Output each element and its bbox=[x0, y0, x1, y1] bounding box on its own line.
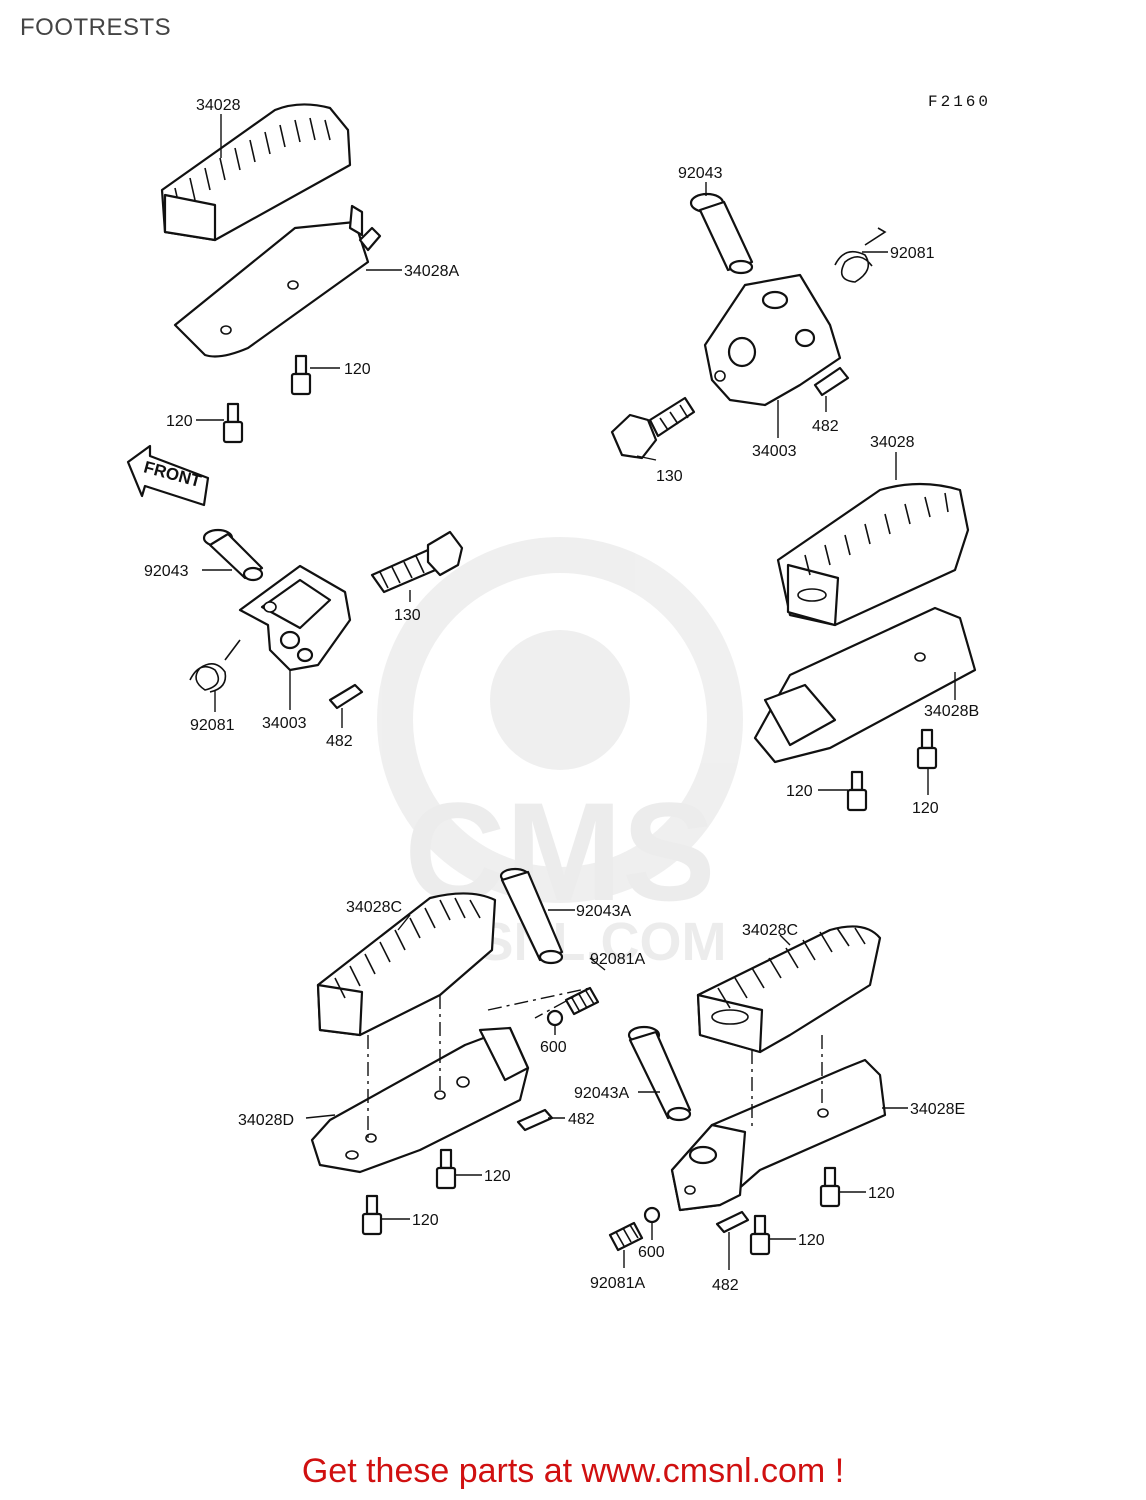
part-label-482: 482 bbox=[712, 1277, 739, 1294]
ball-600-right bbox=[643, 1206, 661, 1224]
clip-482-left bbox=[328, 683, 364, 710]
bolt-120-b bbox=[222, 402, 244, 444]
part-label-34028: 34028 bbox=[870, 434, 915, 451]
bolt-120-h bbox=[749, 1214, 771, 1256]
spring-92081A-right bbox=[608, 1221, 644, 1252]
footrest-bracket-34028A bbox=[173, 204, 382, 358]
leader-lines bbox=[196, 114, 956, 1270]
footrest-rubber-34028C-right bbox=[696, 925, 882, 1054]
assembly-lines-right bbox=[751, 1035, 823, 1128]
part-label-92081: 92081 bbox=[890, 245, 935, 262]
bracket-34003-left bbox=[238, 564, 352, 672]
bolt-120-f bbox=[361, 1194, 383, 1236]
bolt-130-right bbox=[610, 396, 696, 460]
bolt-120-e bbox=[435, 1148, 457, 1190]
page-title: FOOTRESTS bbox=[20, 14, 172, 41]
part-label-34003: 34003 bbox=[262, 715, 307, 732]
bolt-120-d bbox=[916, 728, 938, 770]
watermark-logo: CMS CMSNL.COM bbox=[377, 537, 743, 972]
part-label-92081A: 92081A bbox=[590, 1275, 645, 1292]
footrest-rubber-34028-right bbox=[776, 482, 970, 627]
part-label-92081: 92081 bbox=[190, 717, 235, 734]
part-label-34028E: 34028E bbox=[910, 1101, 965, 1118]
part-label-120: 120 bbox=[786, 783, 813, 800]
clip-482-bottom-left bbox=[516, 1108, 554, 1132]
footer-link[interactable]: Get these parts at www.cmsnl.com ! bbox=[301, 1452, 845, 1490]
clip-482-bottom-right bbox=[715, 1210, 750, 1234]
part-label-34028A: 34028A bbox=[404, 263, 459, 280]
part-label-120: 120 bbox=[166, 413, 193, 430]
figure-code: F2160 bbox=[928, 93, 991, 111]
part-label-600: 600 bbox=[540, 1039, 567, 1056]
part-label-120: 120 bbox=[344, 361, 371, 378]
bolt-130-left bbox=[370, 530, 464, 594]
footrest-rubber-34028C-left bbox=[316, 892, 497, 1037]
part-label-34028: 34028 bbox=[196, 97, 241, 114]
footrest-bracket-34028E bbox=[670, 1058, 887, 1212]
pin-92043A-right bbox=[627, 1025, 692, 1122]
assembly-lines-left bbox=[367, 987, 591, 1138]
footrest-rubber-34028-left bbox=[160, 103, 352, 242]
part-label-130: 130 bbox=[656, 468, 683, 485]
part-label-482: 482 bbox=[326, 733, 353, 750]
bolt-120-c bbox=[846, 770, 868, 812]
part-label-34028B: 34028B bbox=[924, 703, 979, 720]
part-label-92043A: 92043A bbox=[574, 1085, 629, 1102]
part-label-34028C: 34028C bbox=[742, 922, 798, 939]
pin-92043-left bbox=[202, 528, 264, 582]
part-label-92043: 92043 bbox=[144, 563, 189, 580]
pin-92043A-left bbox=[499, 867, 564, 965]
spring-92081-left bbox=[189, 639, 241, 693]
part-label-482: 482 bbox=[568, 1111, 595, 1128]
part-label-120: 120 bbox=[412, 1212, 439, 1229]
part-label-120: 120 bbox=[868, 1185, 895, 1202]
footrest-bracket-34028D bbox=[310, 1026, 530, 1174]
part-label-482: 482 bbox=[812, 418, 839, 435]
bolt-120-g bbox=[819, 1166, 841, 1208]
part-label-34003: 34003 bbox=[752, 443, 797, 460]
part-label-600: 600 bbox=[638, 1244, 665, 1261]
bolt-120-a bbox=[290, 354, 312, 396]
ball-600-left bbox=[546, 1009, 564, 1027]
part-label-120: 120 bbox=[912, 800, 939, 817]
part-label-34028D: 34028D bbox=[238, 1112, 294, 1129]
part-label-34028C: 34028C bbox=[346, 899, 402, 916]
part-label-92081A: 92081A bbox=[590, 951, 645, 968]
part-label-120: 120 bbox=[798, 1232, 825, 1249]
bracket-34003-right bbox=[703, 273, 842, 407]
part-label-120: 120 bbox=[484, 1168, 511, 1185]
spring-92081-right bbox=[834, 227, 887, 283]
part-label-130: 130 bbox=[394, 607, 421, 624]
front-arrow: FRONT bbox=[126, 444, 210, 507]
clip-482-right bbox=[813, 366, 850, 397]
part-labels: 34028 34028A 120 120 92043 92081 482 340… bbox=[144, 97, 979, 1294]
parts-diagram: CMS CMSNL.COM F2160 FRONT bbox=[126, 93, 991, 1294]
part-label-92043A: 92043A bbox=[576, 903, 631, 920]
pin-92043-right bbox=[689, 192, 754, 275]
footrest-bracket-34028B bbox=[753, 606, 977, 764]
part-label-92043: 92043 bbox=[678, 165, 723, 182]
